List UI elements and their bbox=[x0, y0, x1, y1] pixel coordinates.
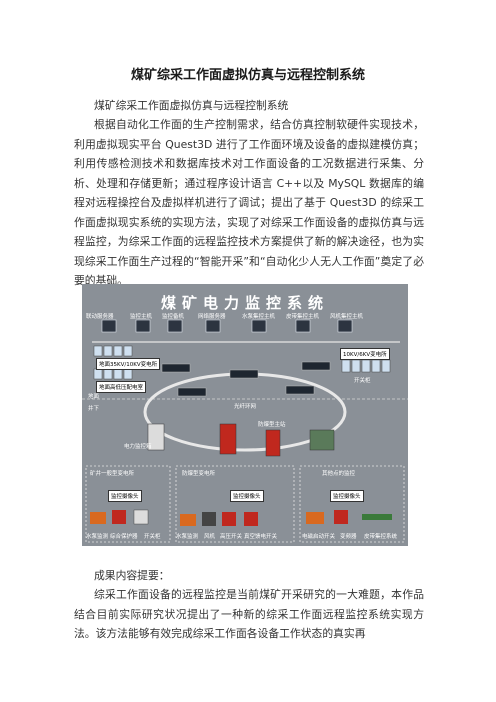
bottom-item-7: 真空馈电开关 bbox=[244, 534, 278, 540]
server-label-6: 皮带集控主机 bbox=[286, 314, 320, 320]
server-label-1: 联动服务器 bbox=[86, 314, 114, 320]
bottom-item-3: 开关柜 bbox=[144, 534, 161, 540]
pump-cabinet bbox=[219, 423, 237, 455]
ring-switches bbox=[161, 361, 331, 397]
underground-label: 井下 bbox=[88, 406, 100, 412]
right-substation bbox=[341, 359, 391, 373]
document-title: 煤矿综采工作面虚拟仿真与远程控制系统 bbox=[130, 68, 365, 83]
server-label-5: 水泵集控主机 bbox=[242, 314, 276, 320]
pump-box-label: 防爆型主站 bbox=[258, 422, 286, 428]
fiber-ring-label: 光纤环网 bbox=[234, 404, 257, 410]
figure-title: 煤矿电力监控系统 bbox=[160, 294, 329, 312]
bottom-item-9: 变频器 bbox=[340, 534, 357, 540]
bottom-devices bbox=[90, 509, 392, 526]
system-diagram-figure: 煤矿电力监控系统 联动服务器 监控主机 监控备机 网络服务器 水泵集控主机 皮带… bbox=[82, 284, 408, 546]
left-substation bbox=[93, 345, 133, 380]
server-label-3: 监控备机 bbox=[162, 314, 185, 320]
switch-cabinet bbox=[265, 429, 281, 457]
summary-heading: 成果内容提要： bbox=[94, 569, 170, 582]
ground-label: 地面 bbox=[88, 394, 100, 400]
server-label-7: 风机集控主机 bbox=[330, 314, 364, 320]
bottom-item-1: 水泵监测 bbox=[86, 534, 109, 540]
camera-label-1: 监控摄像头 bbox=[108, 490, 142, 502]
bottom-item-5: 风机 bbox=[204, 534, 216, 540]
diagram-svg bbox=[82, 284, 408, 546]
bottom-item-2: 综合保护器 bbox=[110, 534, 138, 540]
bottom-item-10: 皮带集控系统 bbox=[364, 534, 398, 540]
left-station-sub-label: 地面高低压配电室 bbox=[96, 381, 147, 393]
section-label-3: 其他点的监控 bbox=[322, 471, 356, 477]
camera-label-3: 监控摄像头 bbox=[330, 490, 364, 502]
summary-paragraph: 综采工作面设备的远程监控是当前煤矿开采研究的一大难题，本作品结合目前实际研究状况… bbox=[74, 588, 424, 640]
section-heading: 煤矿综采工作面虚拟仿真与远程控制系统 bbox=[94, 99, 289, 112]
bottom-item-6: 高压开关 bbox=[220, 534, 243, 540]
server-label-2: 监控主机 bbox=[130, 314, 153, 320]
right-station-label: 10KV/6KV变电所 bbox=[340, 348, 390, 360]
camera-label-2: 监控摄像头 bbox=[230, 490, 264, 502]
server-row bbox=[101, 319, 353, 333]
power-box-label: 电力监控箱 bbox=[124, 444, 152, 450]
section-label-2: 防爆型变电所 bbox=[182, 471, 216, 477]
intro-paragraph: 根据自动化工作面的生产控制需求，结合仿真控制软硬件实现技术，利用虚拟现实平台 Q… bbox=[74, 118, 424, 287]
left-station-label: 地面35KV/10KV变电所 bbox=[96, 358, 161, 370]
switch-cabinet-label: 开关柜 bbox=[354, 378, 371, 384]
bottom-item-8: 电磁启动开关 bbox=[302, 534, 336, 540]
server-label-4: 网络服务器 bbox=[198, 314, 226, 320]
bottom-item-4: 水泵监测 bbox=[176, 534, 199, 540]
section-label-1: 矿井一般型变电所 bbox=[90, 471, 135, 477]
power-cabinet bbox=[147, 423, 165, 451]
right-device bbox=[309, 429, 335, 451]
